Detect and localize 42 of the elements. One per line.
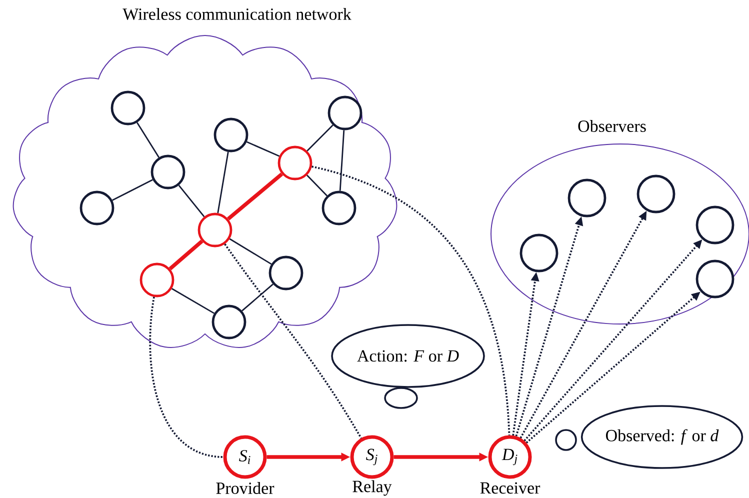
connector	[136, 122, 160, 158]
node-caption: Provider	[216, 482, 274, 494]
connector	[229, 238, 272, 265]
heading: Observers	[578, 120, 646, 132]
agent-node: D$_{j}$	[488, 435, 532, 479]
connector	[217, 152, 229, 214]
network-node	[328, 96, 362, 130]
connector	[178, 184, 205, 218]
network-node	[198, 212, 232, 248]
connector	[112, 179, 153, 201]
heading: Wireless communication network	[122, 8, 352, 20]
connector	[224, 244, 362, 439]
connector	[339, 130, 345, 191]
network-node	[278, 146, 312, 180]
network-node	[212, 304, 246, 340]
network-node	[322, 190, 356, 226]
agent-node: S$_{j}$	[350, 435, 394, 479]
network-node	[214, 118, 248, 152]
connector	[312, 166, 510, 436]
network-node	[568, 178, 606, 218]
connector	[306, 124, 334, 152]
network-node	[268, 256, 304, 290]
connector	[226, 172, 284, 220]
network-node	[520, 234, 558, 272]
network-node	[696, 260, 734, 298]
network-node	[110, 90, 146, 126]
connector	[306, 174, 328, 196]
network-node	[636, 174, 676, 214]
agent-node: S$_{i}$	[223, 435, 267, 479]
node-caption: Relay	[352, 480, 392, 496]
network-node	[150, 154, 186, 190]
node-caption: Receiver	[480, 482, 540, 494]
connector	[246, 141, 280, 157]
network-node	[80, 190, 114, 226]
connector	[172, 288, 214, 314]
connector	[168, 240, 204, 270]
thought-bubble: Observed: f or d	[580, 405, 744, 469]
thought-bubble: Action: F or D	[331, 324, 485, 388]
network-node	[140, 262, 174, 298]
connector	[242, 284, 274, 312]
connector	[149, 296, 224, 458]
network-node	[696, 206, 734, 244]
